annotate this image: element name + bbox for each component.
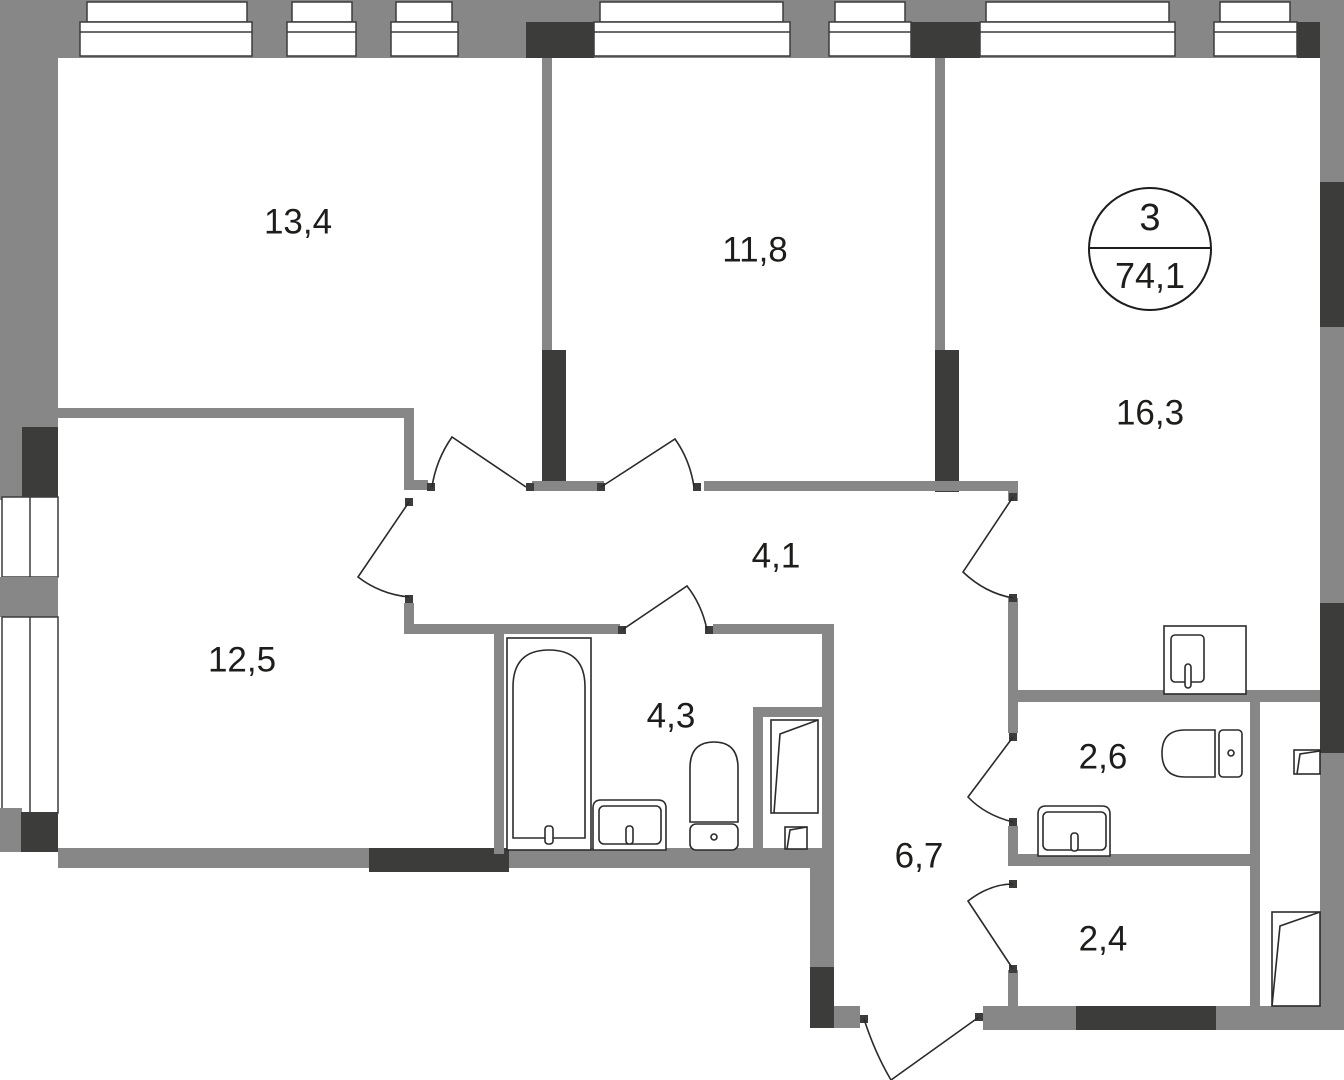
kitchen-sink	[1163, 625, 1247, 695]
room-area-bedroom-top-middle: 11,8	[722, 230, 788, 270]
room-area-bathroom: 4,3	[646, 696, 696, 736]
badge-divider	[1090, 247, 1210, 249]
left-exterior-wall	[0, 0, 59, 852]
room-area-bedroom-top-left: 13,4	[263, 202, 333, 242]
doors	[356, 435, 1014, 1080]
room-area-hallway: 4,1	[751, 536, 801, 576]
room-area-living-kitchen: 16,3	[1115, 393, 1185, 433]
washing-machine-bathroom	[770, 719, 819, 850]
shaft-fixtures	[1271, 749, 1321, 1007]
apartment-summary-badge: 3 74,1	[1088, 187, 1212, 311]
room-area-toilet: 2,6	[1078, 737, 1128, 777]
bathroom-toilet	[689, 741, 739, 851]
room-area-entrance-hall: 6,7	[894, 836, 944, 876]
bottom-walls	[58, 848, 1344, 1030]
interior-walls	[58, 58, 1320, 1010]
room-area-bedroom-left: 12,5	[207, 640, 277, 680]
bathroom-sink	[592, 799, 667, 851]
right-exterior-wall	[1320, 22, 1344, 1022]
toilet-wc	[1161, 729, 1243, 778]
bathtub	[506, 637, 592, 851]
rooms-count: 3	[1139, 197, 1161, 239]
top-exterior-wall	[0, 0, 1344, 126]
total-area: 74,1	[1114, 255, 1186, 296]
room-area-storage: 2,4	[1078, 919, 1128, 959]
toilet-sink	[1037, 805, 1111, 857]
